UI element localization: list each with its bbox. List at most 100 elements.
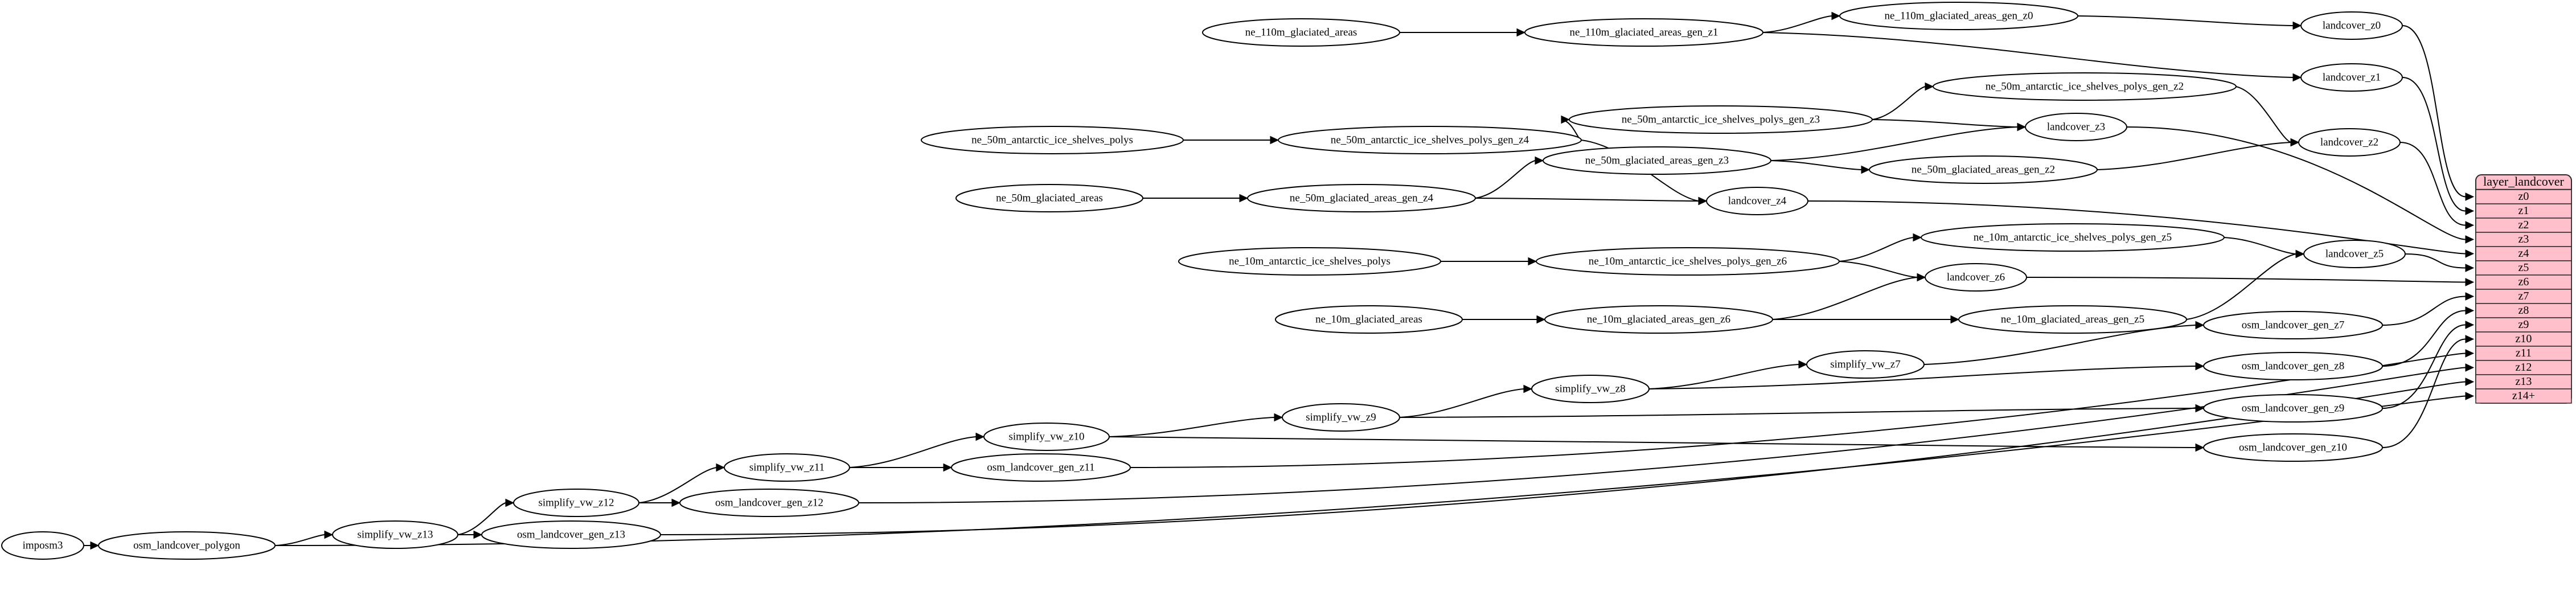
node-landcover_z3[interactable]: landcover_z3 — [2025, 113, 2127, 141]
node-shape — [1869, 155, 2098, 184]
node-ne_10m_glaciated_areas_gen_z5[interactable]: ne_10m_glaciated_areas_gen_z5 — [1958, 305, 2187, 334]
table-row-z8[interactable]: z8 — [2475, 303, 2572, 318]
node-shape — [332, 520, 458, 549]
table-row-z11[interactable]: z11 — [2475, 346, 2572, 361]
node-osm_landcover_gen_z12[interactable]: osm_landcover_gen_z12 — [679, 489, 859, 517]
node-shape — [1958, 305, 2187, 334]
edge-arrowhead — [2195, 443, 2205, 452]
layer-landcover-table: layer_landcoverz0z1z2z3z4z5z6z7z8z9z10z1… — [2475, 174, 2572, 404]
edge-simplify_vw_z11-to-simplify_vw_z10 — [849, 432, 985, 468]
node-label: landcover_z5 — [2325, 248, 2384, 260]
node-ne_110m_glaciated_areas_gen_z1[interactable]: ne_110m_glaciated_areas_gen_z1 — [1524, 18, 1763, 47]
node-osm_landcover_gen_z8[interactable]: osm_landcover_gen_z8 — [2203, 352, 2383, 380]
node-imposm3[interactable]: imposm3 — [1, 531, 84, 560]
node-ne_10m_antarctic_ice_shelves_polys_gen_z5[interactable]: ne_10m_antarctic_ice_shelves_polys_gen_z… — [1921, 223, 2225, 252]
node-ne_50m_glaciated_areas_gen_z3[interactable]: ne_50m_glaciated_areas_gen_z3 — [1543, 146, 1771, 175]
node-label: landcover_z1 — [2323, 71, 2381, 83]
table-row-z5[interactable]: z5 — [2475, 260, 2572, 276]
table-row-z14+[interactable]: z14+ — [2475, 388, 2572, 404]
edge-line — [1130, 352, 2466, 468]
table-row-label: z5 — [2518, 261, 2529, 274]
edge-ne_110m_glaciated_areas_gen_z1-to-landcover_z1 — [1762, 32, 2302, 82]
node-landcover_z6[interactable]: landcover_z6 — [1925, 263, 2027, 292]
edge-arrowhead — [2465, 335, 2475, 343]
edge-line — [660, 381, 2466, 535]
table-row-label: z3 — [2518, 233, 2529, 245]
edge-landcover_z0-to-layer_landcover-z0 — [2402, 25, 2475, 201]
table-row-z0[interactable]: z0 — [2475, 189, 2572, 204]
node-ne_50m_glaciated_areas[interactable]: ne_50m_glaciated_areas — [955, 184, 1143, 212]
edge-arrowhead — [716, 463, 725, 472]
table-row-z6[interactable]: z6 — [2475, 274, 2572, 290]
edge-line — [2235, 86, 2291, 143]
node-osm_landcover_gen_z10[interactable]: osm_landcover_gen_z10 — [2203, 433, 2383, 462]
node-osm_landcover_gen_z13[interactable]: osm_landcover_gen_z13 — [481, 520, 661, 549]
node-label: simplify_vw_z11 — [749, 461, 825, 473]
node-shape — [1706, 187, 1808, 215]
node-ne_10m_antarctic_ice_shelves_polys[interactable]: ne_10m_antarctic_ice_shelves_polys — [1178, 247, 1441, 276]
node-label: osm_landcover_gen_z9 — [2242, 402, 2344, 414]
node-simplify_vw_z10[interactable]: simplify_vw_z10 — [983, 423, 1110, 451]
node-landcover_z0[interactable]: landcover_z0 — [2300, 11, 2403, 40]
node-ne_110m_glaciated_areas[interactable]: ne_110m_glaciated_areas — [1202, 18, 1400, 47]
node-osm_landcover_gen_z11[interactable]: osm_landcover_gen_z11 — [951, 453, 1131, 482]
node-shape — [1247, 184, 1476, 212]
node-landcover_z1[interactable]: landcover_z1 — [2300, 63, 2403, 92]
node-osm_landcover_gen_z7[interactable]: osm_landcover_gen_z7 — [2203, 311, 2383, 339]
node-ne_10m_glaciated_areas_gen_z6[interactable]: ne_10m_glaciated_areas_gen_z6 — [1544, 305, 1773, 334]
edge-osm_landcover_gen_z13-to-layer_landcover-z13 — [660, 378, 2475, 535]
node-simplify_vw_z7[interactable]: simplify_vw_z7 — [1806, 350, 1925, 379]
edge-ne_10m_glaciated_areas_gen_z6-to-landcover_z6 — [1772, 273, 1926, 320]
table-row-bg — [2475, 189, 2572, 204]
edge-arrowhead — [1239, 194, 1249, 203]
edge-ne_110m_glaciated_areas_gen_z0-to-landcover_z0 — [2077, 15, 2302, 30]
table-row-label: z4 — [2518, 247, 2529, 260]
edge-arrowhead — [1917, 273, 1926, 282]
edge-ne_10m_glaciated_areas_gen_z6-to-ne_10m_glaciated_areas_gen_z5 — [1773, 315, 1960, 324]
table-row-z3[interactable]: z3 — [2475, 232, 2572, 247]
edge-osm_landcover_gen_z11-to-layer_landcover-z11 — [1130, 349, 2475, 468]
table-row-z9[interactable]: z9 — [2475, 317, 2572, 333]
node-ne_50m_antarctic_ice_shelves_polys_gen_z3[interactable]: ne_50m_antarctic_ice_shelves_polys_gen_z… — [1569, 105, 1873, 134]
edge-line — [2126, 126, 2466, 240]
edge-simplify_vw_z8-to-osm_landcover_gen_z8 — [1648, 362, 2205, 389]
node-ne_50m_antarctic_ice_shelves_polys[interactable]: ne_50m_antarctic_ice_shelves_polys — [921, 126, 1184, 154]
edge-line — [2402, 25, 2466, 198]
table-row-z12[interactable]: z12 — [2475, 360, 2572, 375]
edge-arrowhead — [2465, 363, 2475, 372]
node-simplify_vw_z9[interactable]: simplify_vw_z9 — [1282, 403, 1400, 432]
table-row-z7[interactable]: z7 — [2475, 289, 2572, 304]
node-ne_50m_antarctic_ice_shelves_polys_gen_z4[interactable]: ne_50m_antarctic_ice_shelves_polys_gen_z… — [1278, 126, 1582, 154]
node-ne_50m_glaciated_areas_gen_z4[interactable]: ne_50m_glaciated_areas_gen_z4 — [1247, 184, 1476, 212]
node-simplify_vw_z12[interactable]: simplify_vw_z12 — [513, 489, 639, 517]
table-row-z1[interactable]: z1 — [2475, 203, 2572, 219]
node-simplify_vw_z8[interactable]: simplify_vw_z8 — [1531, 375, 1650, 403]
node-shape — [983, 423, 1110, 451]
node-ne_50m_glaciated_areas_gen_z2[interactable]: ne_50m_glaciated_areas_gen_z2 — [1869, 155, 2098, 184]
node-label: ne_50m_antarctic_ice_shelves_polys_gen_z… — [1622, 113, 1820, 125]
table-row-bg — [2475, 232, 2572, 247]
table-row-z13[interactable]: z13 — [2475, 374, 2572, 389]
edge-line — [2382, 296, 2466, 326]
node-shape — [951, 453, 1131, 482]
node-osm_landcover_gen_z9[interactable]: osm_landcover_gen_z9 — [2203, 394, 2383, 423]
node-ne_10m_glaciated_areas[interactable]: ne_10m_glaciated_areas — [1275, 305, 1463, 334]
table-row-z10[interactable]: z10 — [2475, 331, 2572, 347]
node-ne_110m_glaciated_areas_gen_z0[interactable]: ne_110m_glaciated_areas_gen_z0 — [1839, 2, 2078, 30]
table-row-bg — [2475, 218, 2572, 233]
node-simplify_vw_z13[interactable]: simplify_vw_z13 — [332, 520, 458, 549]
table-row-label: z11 — [2516, 347, 2532, 359]
node-landcover_z2[interactable]: landcover_z2 — [2298, 128, 2401, 157]
table-row-z4[interactable]: z4 — [2475, 246, 2572, 261]
edge-imposm3-to-osm_landcover_polygon — [83, 541, 100, 550]
node-ne_50m_antarctic_ice_shelves_polys_gen_z2[interactable]: ne_50m_antarctic_ice_shelves_polys_gen_z… — [1933, 72, 2237, 101]
node-osm_landcover_polygon[interactable]: osm_landcover_polygon — [98, 531, 276, 560]
node-simplify_vw_z11[interactable]: simplify_vw_z11 — [724, 453, 850, 482]
table-row-z2[interactable]: z2 — [2475, 218, 2572, 233]
edge-landcover_z4-to-layer_landcover-z4 — [1807, 200, 2475, 258]
edge-ne_10m_antarctic_ice_shelves_polys_gen_z5-to-landcover_z5 — [2224, 237, 2305, 259]
node-label: simplify_vw_z10 — [1009, 430, 1085, 442]
node-landcover_z4[interactable]: landcover_z4 — [1706, 187, 1808, 215]
node-ne_10m_antarctic_ice_shelves_polys_gen_z6[interactable]: ne_10m_antarctic_ice_shelves_polys_gen_z… — [1536, 247, 1840, 276]
node-landcover_z5[interactable]: landcover_z5 — [2303, 240, 2406, 268]
